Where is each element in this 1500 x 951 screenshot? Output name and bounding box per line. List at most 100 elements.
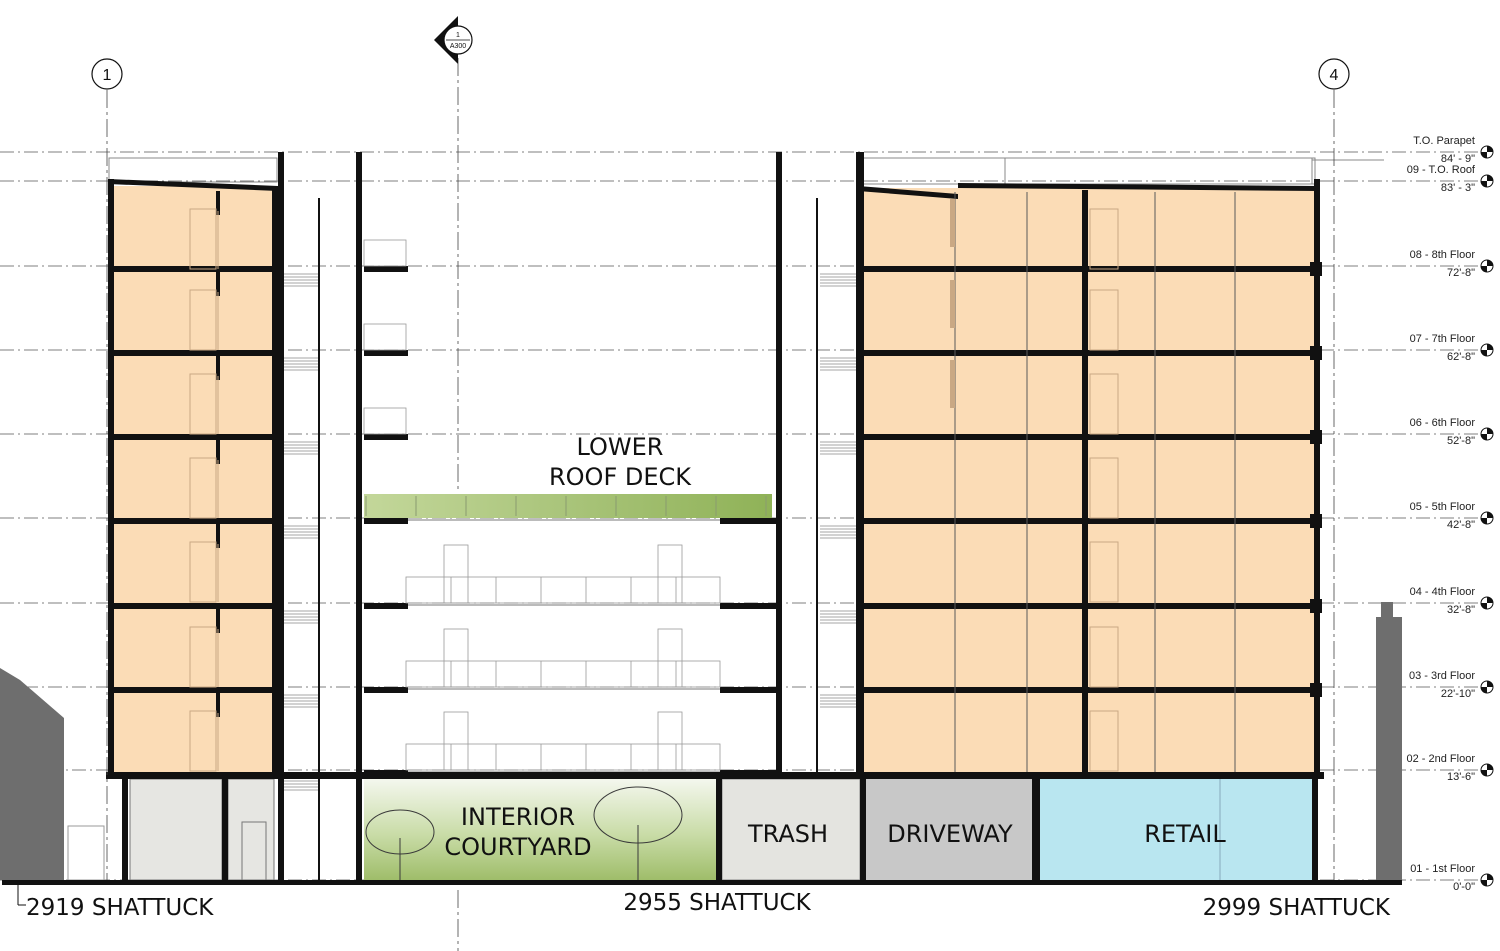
level-elevation-6: 32'-8" [1447,604,1475,616]
level-name-2: 08 - 8th Floor [1410,249,1476,261]
ground-space-left-a [129,778,223,881]
right-demising-wall [1082,190,1088,775]
level-elevation-3: 62'-8" [1447,351,1475,363]
balcony-slab-0 [364,266,408,272]
courtyard-door-b-3 [657,711,683,771]
right-closet-0 [950,199,955,247]
address-left: 2919 SHATTUCK [26,895,214,921]
balcony-slab-2 [364,434,408,440]
left-door-3 [189,457,217,519]
neighbor-fence-left [67,825,105,881]
retail-space [1040,779,1312,880]
level-target-q1-5 [1487,512,1493,518]
lower-roof-deck [364,494,772,518]
left-partition-1 [216,272,220,296]
level-target-q1-2 [1487,260,1493,266]
level-target-q2-0 [1481,152,1487,158]
left-partition-0 [216,191,220,215]
level-elevation-7: 22'-10" [1441,688,1475,700]
courtyard-door-b-2 [657,628,683,688]
level-target-q2-1 [1481,181,1487,187]
courtyard-door-a-3 [443,711,469,771]
roof-parapet-right [861,157,1313,185]
level-target-q1-7 [1487,681,1493,687]
right-exterior-wall [1314,179,1320,779]
left-slab-2 [108,434,278,440]
section-marker[interactable]: 1 A300 [434,16,473,64]
level-target-q2-3 [1481,350,1487,356]
left-door-2 [189,373,217,435]
core-wall-b-0 [356,152,362,880]
courtyard-rail-1 [405,576,721,604]
courtyard-slab-right-2 [720,687,776,693]
circulation-cores [278,152,862,880]
balcony-rail-2 [363,407,407,435]
level-elevation-0: 84' - 9" [1441,153,1475,165]
level-tag-0: T.O. Parapet 84' - 9" [1413,135,1494,165]
level-target-q1-1 [1487,175,1493,181]
label-trash: TRASH [747,820,828,848]
right-closet-2 [950,360,955,408]
level-name-3: 07 - 7th Floor [1410,333,1476,345]
neighbor-building-right-top [1381,602,1393,617]
level-elevation-1: 83' - 3" [1441,182,1475,194]
right-edge-5 [1310,683,1322,697]
level-name-7: 03 - 3rd Floor [1409,670,1475,682]
level-name-4: 06 - 6th Floor [1410,417,1476,429]
right-door-2 [1089,373,1119,435]
grid-marker-1[interactable]: 1 [91,58,123,90]
address-center: 2955 SHATTUCK [623,890,811,916]
label-lower-roof-deck-2: ROOF DECK [549,463,692,491]
label-interior-courtyard-2: COURTYARD [444,833,591,861]
level-target-q2-8 [1481,770,1487,776]
left-door-1 [189,289,217,351]
left-roof-slab [108,179,278,191]
roof-penthouse-right [1004,157,1316,185]
left-partition-5 [216,609,220,633]
right-edge-0 [1310,262,1322,276]
level-tag-1: 09 - T.O. Roof 83' - 3" [1407,164,1494,194]
level-elevation-5: 42'-8" [1447,519,1475,531]
courtyard-door-b-1 [657,544,683,604]
trash-space [721,778,861,881]
label-retail: RETAIL [1144,820,1226,848]
level-target-q1-3 [1487,344,1493,350]
left-wing-units [108,179,278,779]
label-interior-courtyard-1: INTERIOR [461,803,575,831]
right-slab-1 [858,350,1322,356]
courtyard-door-a-1 [443,544,469,604]
level-tag-3: 07 - 7th Floor 62'-8" [1410,333,1494,363]
level-tags: T.O. Parapet 84' - 9"09 - T.O. Roof 83' - … [1407,135,1494,893]
left-partition-2 [216,356,220,380]
right-closet-1 [950,280,955,328]
right-edge-4 [1310,599,1322,613]
left-slab-3 [108,518,278,524]
left-partition-3 [216,440,220,464]
level-target-q2-4 [1481,434,1487,440]
right-door-5 [1089,626,1119,688]
neighbor-building-right [1376,617,1402,880]
section-marker-number: 1 [456,32,460,39]
grid-marker-4-label: 4 [1330,67,1339,84]
right-wing-units [858,152,1322,779]
level-name-0: T.O. Parapet [1413,135,1475,147]
core-wall-a-0 [278,152,284,880]
level-target-q2-9 [1481,880,1487,886]
core-stair-wall-0 [318,198,320,880]
left-door-0 [189,208,217,270]
core-stair-wall-1 [816,198,818,880]
driveway-space [866,779,1032,880]
level-target-q1-9 [1487,874,1493,880]
grid-marker-4[interactable]: 4 [1318,58,1350,90]
label-lower-roof-deck-1: LOWER [577,433,664,461]
courtyard-rail-3 [405,743,721,771]
level-name-1: 09 - T.O. Roof [1407,164,1476,176]
right-door-3 [1089,457,1119,519]
left-door-6 [189,710,217,772]
right-edge-1 [1310,346,1322,360]
